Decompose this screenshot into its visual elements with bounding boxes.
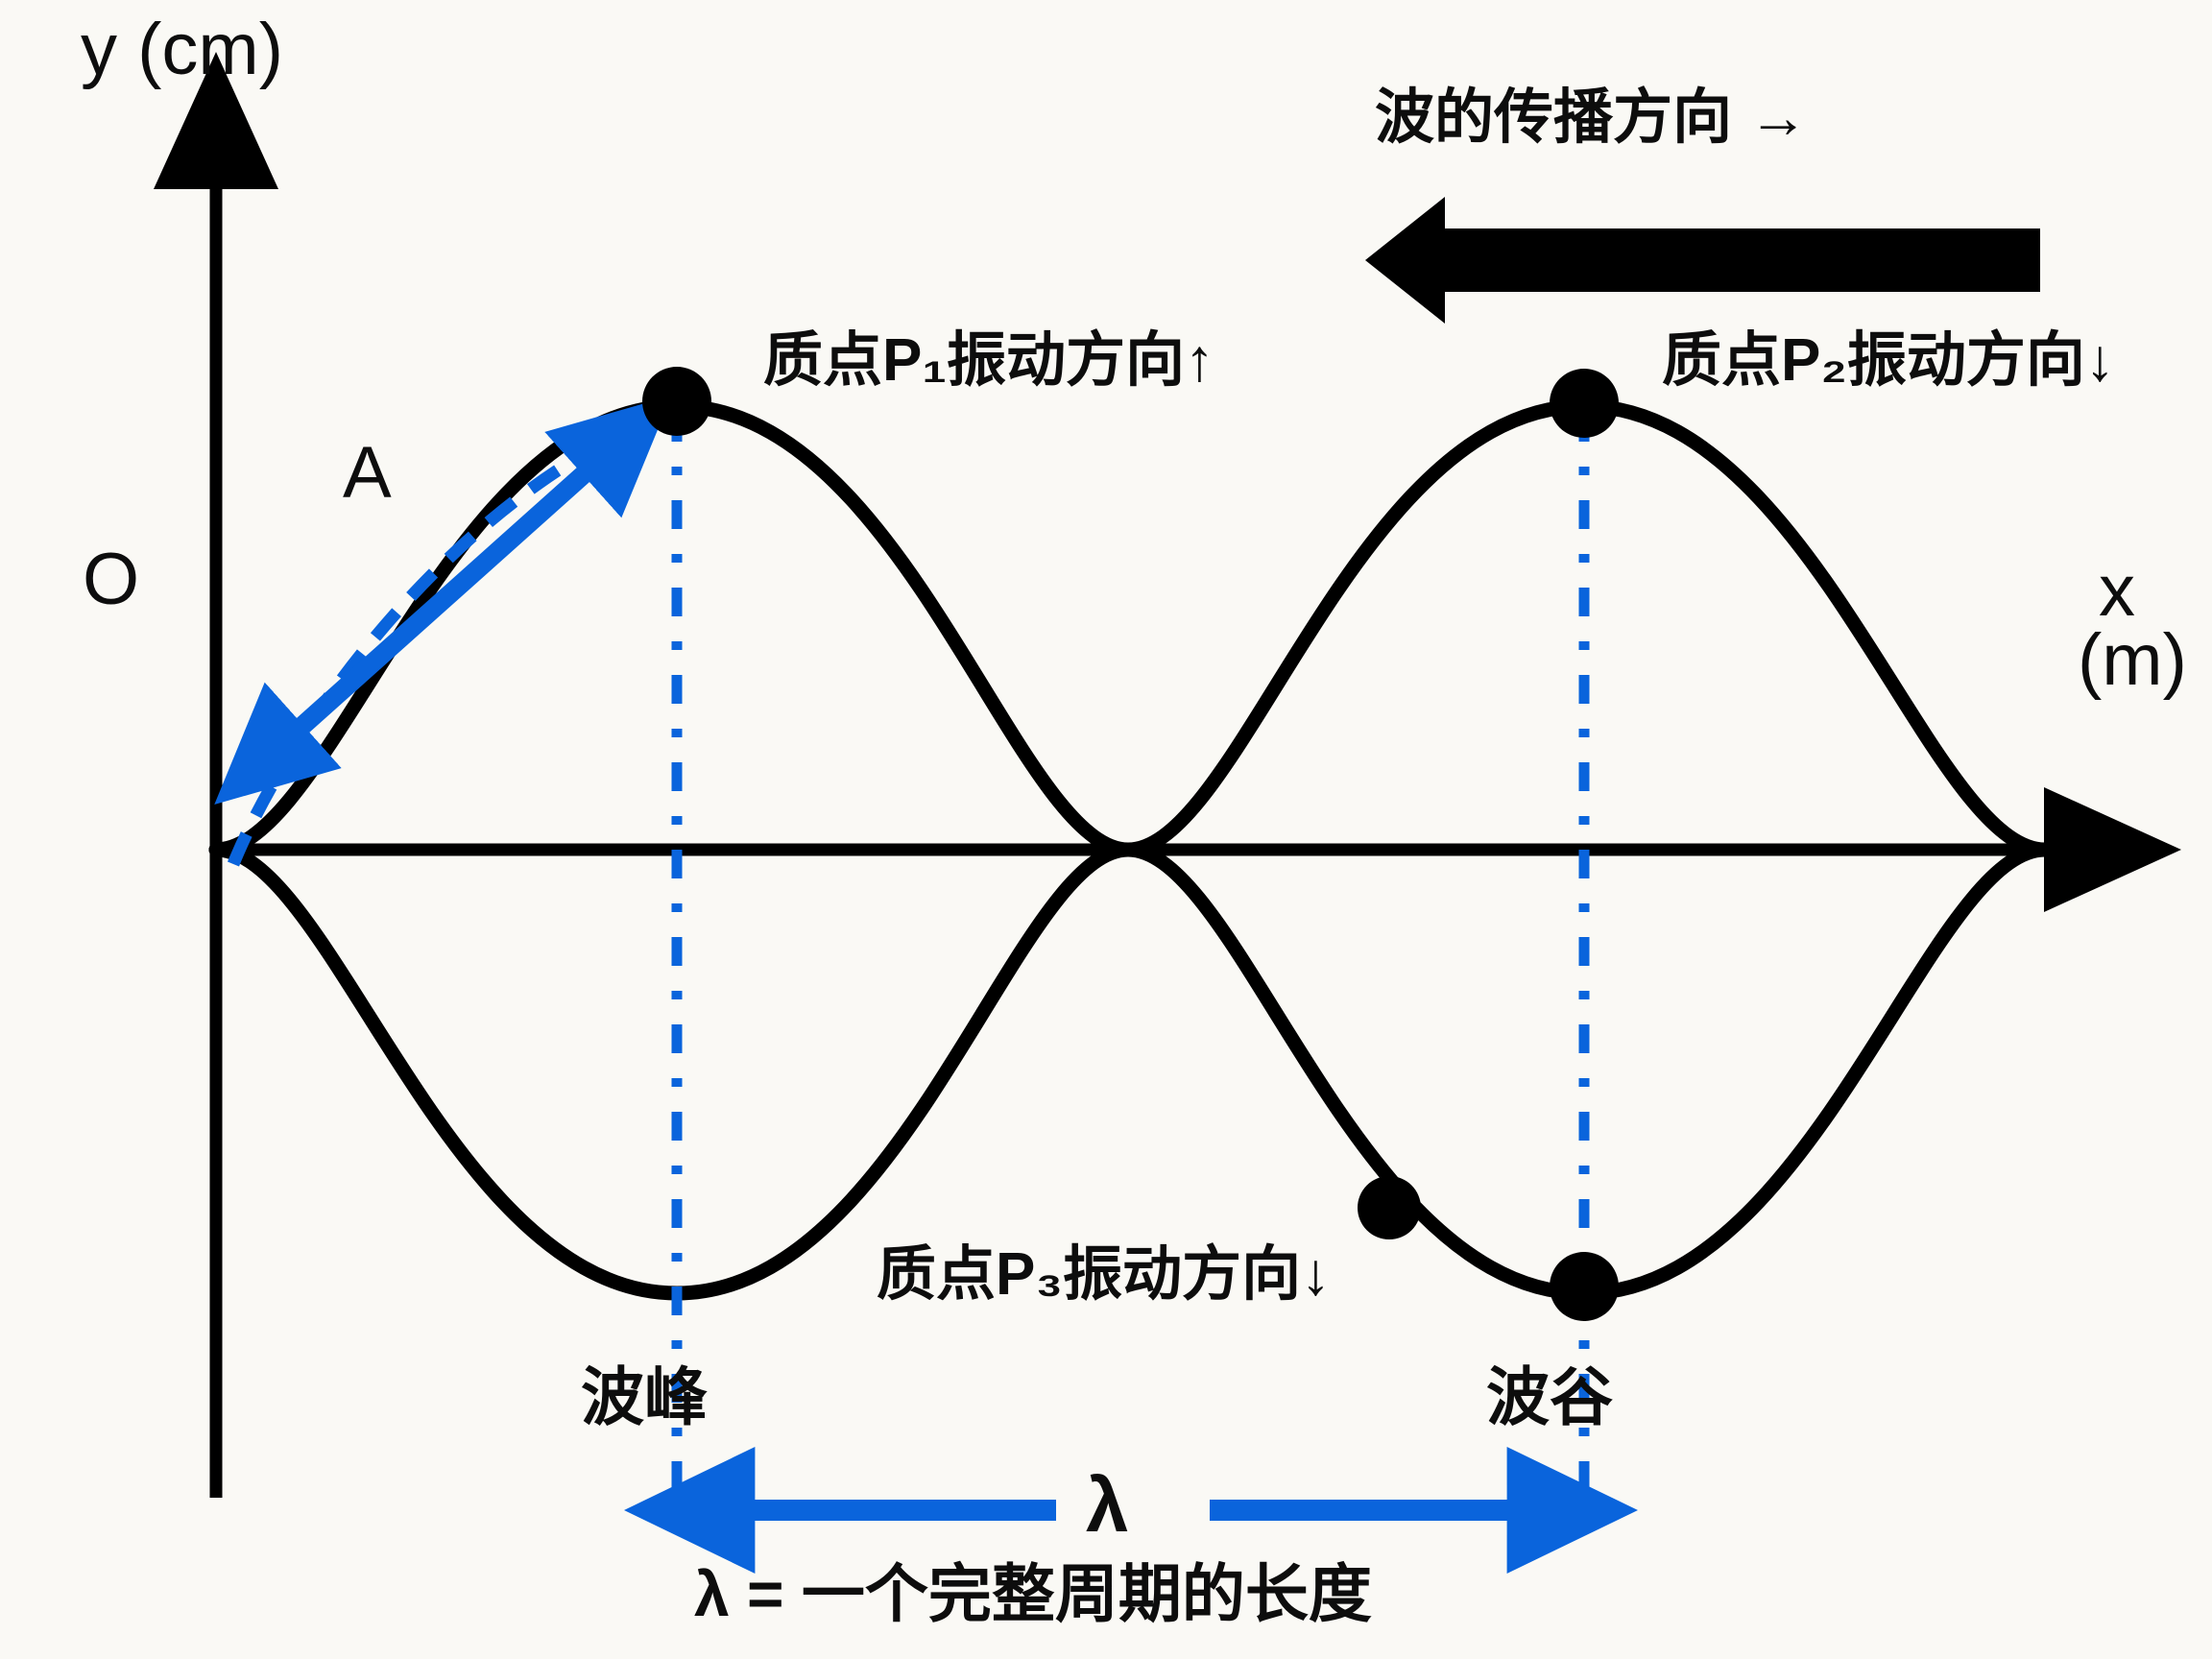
particle-p2-dot [1550,369,1619,438]
particle-p3-dot [1358,1176,1421,1239]
amplitude-indicator [214,396,672,867]
wave-upper-curve [208,398,2053,857]
crest-label: 波峰 [581,1361,708,1432]
y-axis-label: y (cm) [81,9,284,90]
particle-marker-group [642,367,1619,1321]
x-axis-label: x [2099,550,2135,632]
particle-p1-label: 质点P₁振动方向↑ [763,327,1214,394]
guide-line-group [671,413,1590,1533]
amplitude-label: A [343,432,392,514]
particle-p1-dot [642,367,711,436]
trough-marker-dot [1550,1252,1619,1321]
x-axis-unit-label: (m) [2078,619,2187,701]
propagation-direction-label: 波的传播方向 → [1375,84,1809,151]
particle-p2-label: 质点P₂振动方向↓ [1662,327,2115,394]
trough-label: 波谷 [1486,1361,1613,1432]
wavelength-definition-label: λ = 一个完整周期的长度 [694,1558,1372,1629]
wavelength-symbol-label: λ [1086,1462,1129,1548]
origin-label: O [83,539,140,620]
propagation-arrow-shape [1365,197,2040,324]
amplitude-double-arrow [214,396,672,805]
propagation-arrow [1365,197,2040,324]
particle-p3-label: 质点P₃振动方向↓ [877,1241,1332,1308]
wave-lower-curve [208,842,2053,1301]
